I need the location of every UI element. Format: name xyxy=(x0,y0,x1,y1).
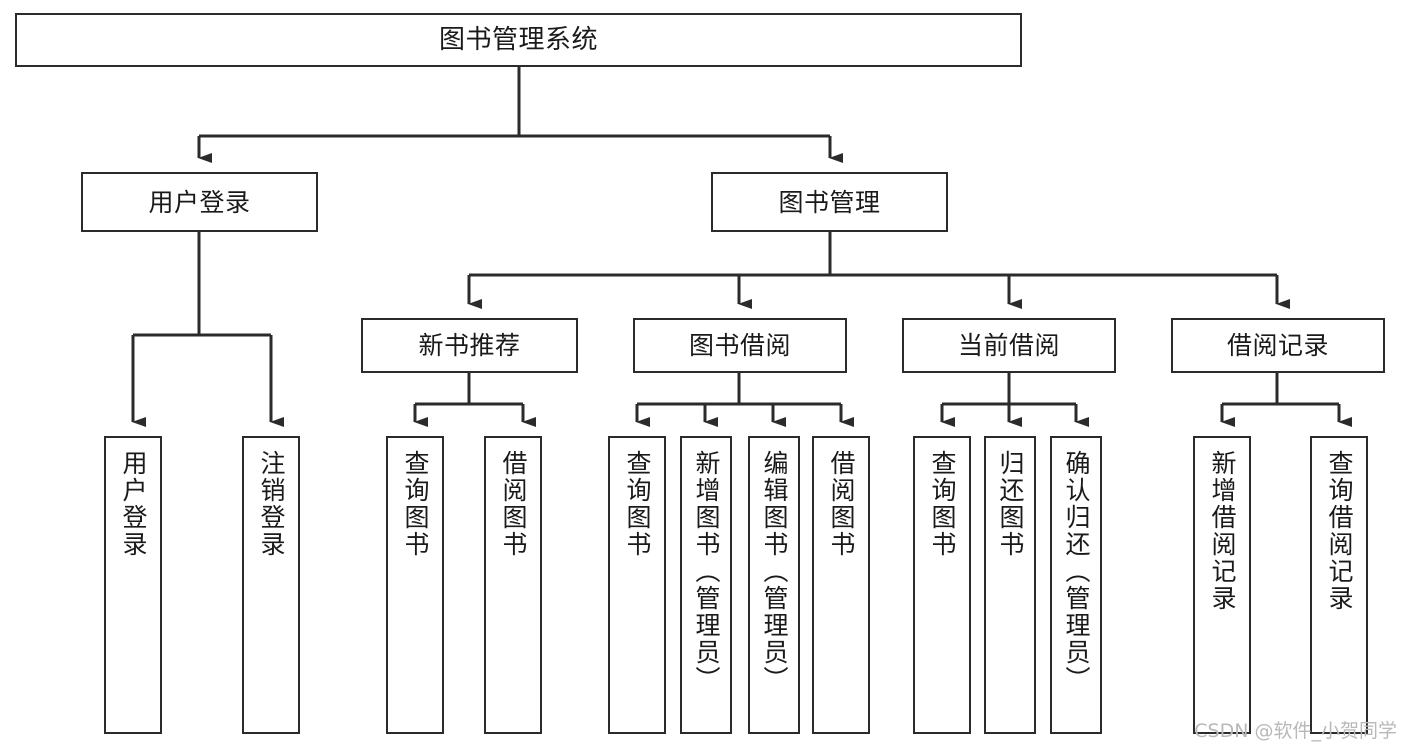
node-label: 借阅图书 xyxy=(499,450,528,558)
leaf-borrow-books[interactable]: 借阅图书 xyxy=(812,436,870,734)
node-label: 查询图书 xyxy=(623,450,652,558)
node-label: 查询图书 xyxy=(928,450,957,558)
node-label: 新书推荐 xyxy=(418,331,521,360)
node-current-borrowing[interactable]: 当前借阅 xyxy=(902,318,1116,373)
leaf-borrow-books-recommend[interactable]: 借阅图书 xyxy=(484,436,542,734)
node-book-borrowing[interactable]: 图书借阅 xyxy=(633,318,847,373)
leaf-edit-book-admin[interactable]: 编辑图书（管理员） xyxy=(748,436,800,734)
node-label: 借阅图书 xyxy=(827,450,856,558)
leaf-query-books-recommend[interactable]: 查询图书 xyxy=(386,436,444,734)
leaf-query-books-borrow[interactable]: 查询图书 xyxy=(608,436,666,734)
node-label: 用户登录 xyxy=(148,187,251,217)
leaf-add-book-admin[interactable]: 新增图书（管理员） xyxy=(680,436,732,734)
node-label: 借阅记录 xyxy=(1226,331,1329,360)
node-root-book-management-system[interactable]: 图书管理系统 xyxy=(15,13,1022,67)
node-label: 归还图书 xyxy=(996,450,1025,558)
leaf-user-login[interactable]: 用户登录 xyxy=(104,436,162,734)
node-label: 新增图书（管理员） xyxy=(692,450,721,693)
leaf-query-borrow-record[interactable]: 查询借阅记录 xyxy=(1310,436,1368,734)
node-label: 确认归还（管理员） xyxy=(1062,450,1091,693)
node-label: 图书管理系统 xyxy=(438,25,598,55)
node-label: 图书管理 xyxy=(778,187,881,217)
node-label: 图书借阅 xyxy=(688,331,791,360)
node-label: 查询图书 xyxy=(401,450,430,558)
node-user-login[interactable]: 用户登录 xyxy=(81,172,318,232)
node-label: 当前借阅 xyxy=(957,331,1060,360)
leaf-query-books-current[interactable]: 查询图书 xyxy=(913,436,971,734)
node-label: 查询借阅记录 xyxy=(1325,450,1354,612)
leaf-return-books[interactable]: 归还图书 xyxy=(984,436,1036,734)
node-label: 新增借阅记录 xyxy=(1208,450,1237,612)
csdn-watermark: CSDN @软件_小贺同学 xyxy=(1194,720,1397,742)
node-label: 用户登录 xyxy=(119,450,148,558)
node-new-book-recommendation[interactable]: 新书推荐 xyxy=(361,318,578,373)
leaf-confirm-return-admin[interactable]: 确认归还（管理员） xyxy=(1050,436,1102,734)
node-label: 注销登录 xyxy=(257,450,286,558)
node-borrow-records[interactable]: 借阅记录 xyxy=(1171,318,1385,373)
leaf-logout[interactable]: 注销登录 xyxy=(242,436,300,734)
node-label: 编辑图书（管理员） xyxy=(760,450,789,693)
node-book-management[interactable]: 图书管理 xyxy=(711,172,948,232)
leaf-add-borrow-record[interactable]: 新增借阅记录 xyxy=(1193,436,1251,734)
